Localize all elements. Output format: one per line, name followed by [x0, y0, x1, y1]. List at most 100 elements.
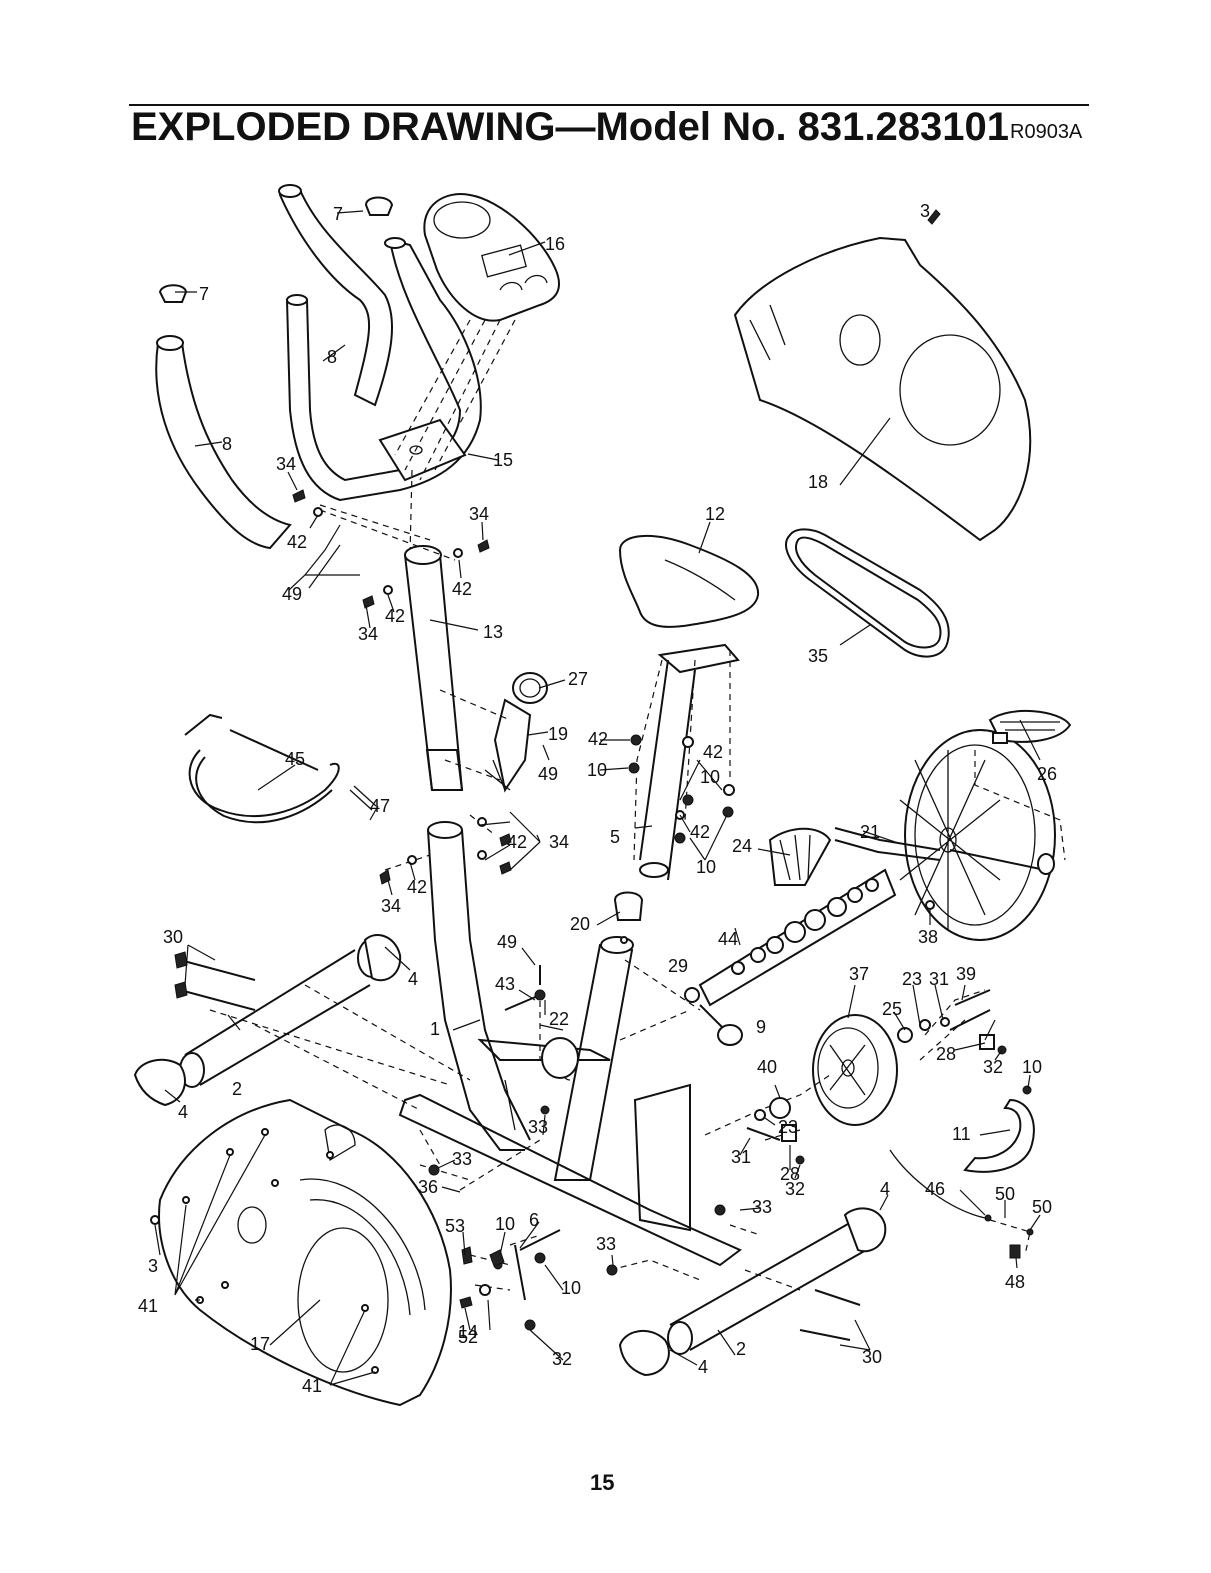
drive-belt: [786, 529, 949, 656]
part-label: 50: [1032, 1197, 1052, 1217]
part-label: 23: [778, 1117, 798, 1137]
part-label: 32: [785, 1179, 805, 1199]
part-label: 39: [956, 964, 976, 984]
part-label: 9: [756, 1017, 766, 1037]
part-label: 43: [495, 974, 515, 994]
part-label: 33: [452, 1149, 472, 1169]
part-label: 49: [538, 764, 558, 784]
part-label: 41: [138, 1296, 158, 1316]
front-stabilizer: [135, 935, 400, 1105]
part-label: 40: [757, 1057, 777, 1077]
part-label: 4: [698, 1357, 708, 1377]
part-label: 20: [570, 914, 590, 934]
part-label: 13: [483, 622, 503, 642]
right-pedal: [990, 711, 1070, 743]
part-label: 28: [936, 1044, 956, 1064]
part-label: 10: [495, 1214, 515, 1234]
left-pedal: [770, 829, 830, 885]
part-label: 10: [587, 760, 607, 780]
part-label: 34: [549, 832, 569, 852]
end-cap: [160, 198, 392, 303]
seat: [620, 536, 758, 672]
part-label: 2: [232, 1079, 242, 1099]
part-label: 49: [282, 584, 302, 604]
part-label: 10: [696, 857, 716, 877]
seat-post: [640, 660, 695, 880]
part-label: 2: [736, 1339, 746, 1359]
part-label: 53: [445, 1216, 465, 1236]
part-label: 33: [528, 1117, 548, 1137]
part-label: 4: [178, 1102, 188, 1122]
console: [424, 194, 559, 321]
part-label: 18: [808, 472, 828, 492]
part-label: 35: [808, 646, 828, 666]
brake-pad: [965, 1100, 1034, 1172]
part-label: 52: [458, 1327, 478, 1347]
part-label: 29: [668, 956, 688, 976]
part-label: 4: [880, 1179, 890, 1199]
part-label: 42: [407, 877, 427, 897]
part-label: 49: [497, 932, 517, 952]
part-label: 10: [561, 1278, 581, 1298]
part-label: 47: [370, 796, 390, 816]
part-label: 37: [849, 964, 869, 984]
part-label: 7: [199, 284, 209, 304]
page-number: 15: [590, 1470, 614, 1496]
part-label: 11: [952, 1124, 971, 1144]
part-label: 26: [1037, 764, 1057, 784]
left-shroud: [159, 1100, 451, 1405]
part-label: 41: [302, 1376, 322, 1396]
part-label: 38: [918, 927, 938, 947]
part-label: 31: [929, 969, 949, 989]
part-label: 27: [568, 669, 588, 689]
flywheel: [813, 1015, 897, 1125]
part-label: 22: [549, 1009, 569, 1029]
part-label: 46: [925, 1179, 945, 1199]
part-label: 4: [408, 969, 418, 989]
part-label: 3: [920, 201, 930, 221]
part-label: 36: [418, 1177, 438, 1197]
part-label: 32: [983, 1057, 1003, 1077]
part-label: 30: [862, 1347, 882, 1367]
part-label: 1: [430, 1019, 440, 1039]
part-label: 16: [545, 234, 565, 254]
part-label: 34: [358, 624, 378, 644]
part-label: 8: [222, 434, 232, 454]
part-label: 33: [752, 1197, 772, 1217]
part-label: 42: [507, 832, 527, 852]
part-label: 15: [493, 450, 513, 470]
part-label: 23: [902, 969, 922, 989]
part-label: 44: [718, 929, 738, 949]
part-label: 31: [731, 1147, 751, 1167]
part-label: 42: [690, 822, 710, 842]
part-label: 25: [882, 999, 902, 1019]
part-label: 10: [1022, 1057, 1042, 1077]
part-label: 45: [285, 749, 305, 769]
part-label: 7: [333, 204, 343, 224]
part-label: 42: [703, 742, 723, 762]
part-label: 3: [148, 1256, 158, 1276]
part-label: 12: [705, 504, 725, 524]
part-label: 30: [163, 927, 183, 947]
part-label: 6: [529, 1210, 539, 1230]
part-label: 32: [552, 1349, 572, 1369]
part-label: 21: [860, 822, 880, 842]
part-label: 17: [250, 1334, 270, 1354]
part-label: 19: [548, 724, 568, 744]
part-label: 34: [381, 896, 401, 916]
part-label: 8: [327, 347, 337, 367]
tension-cable: [185, 715, 376, 822]
part-label: 5: [610, 827, 620, 847]
part-label: 42: [452, 579, 472, 599]
rear-stabilizer: [620, 1208, 885, 1375]
part-label: 24: [732, 836, 752, 856]
right-shroud: [735, 210, 1030, 540]
part-label: 34: [469, 504, 489, 524]
part-label: 42: [588, 729, 608, 749]
part-label: 42: [287, 532, 307, 552]
part-label: 34: [276, 454, 296, 474]
part-label: 33: [596, 1234, 616, 1254]
main-frame: [400, 822, 740, 1265]
part-label: 48: [1005, 1272, 1025, 1292]
